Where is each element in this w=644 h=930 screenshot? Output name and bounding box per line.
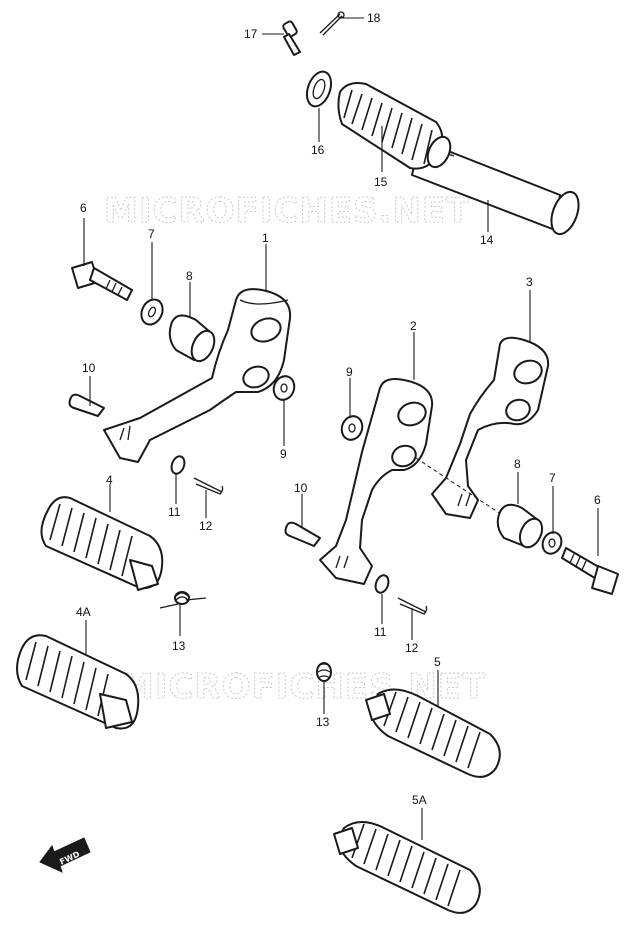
part-10-pin-right [284,521,321,547]
part-10-pin-left [68,393,105,417]
part-1-bracket-left [103,288,292,463]
callout-11-right: 11 [374,625,387,639]
callout-5a: 5A [412,793,427,807]
part-16-washer [305,70,333,108]
callout-17: 17 [244,27,258,41]
callout-13-left: 13 [172,639,186,653]
callout-3: 3 [526,275,533,289]
part-12-cotter-pin-right [397,597,428,615]
callout-4: 4 [106,473,113,487]
callout-2: 2 [410,319,417,333]
part-13-spring-left [159,591,207,609]
part-9-washer-left [272,375,296,401]
part-6-bolt-left [71,261,133,301]
assembly-axis-right [415,457,511,521]
part-5-footpeg [365,688,501,778]
part-15-grip [337,82,452,170]
part-3-bracket-right-rear [431,336,550,519]
part-9-washer-right [340,415,364,441]
part-7-washer-right [541,531,563,555]
leader-lines [83,17,599,840]
callout-4a: 4A [76,605,91,619]
part-4a-footpeg [16,634,140,730]
watermark-top: MICROFICHES.NET [104,191,470,231]
callout-12-right: 12 [405,641,419,655]
part-12-cotter-pin-left [193,477,224,495]
part-13-spring-right [316,662,332,682]
part-11-washer-left [170,455,186,475]
callout-14: 14 [480,233,494,247]
callout-7-left: 7 [148,227,155,241]
callout-6-right: 6 [594,493,601,507]
callout-7-right: 7 [549,471,556,485]
part-18-pin [319,11,345,36]
callout-5: 5 [434,655,441,669]
part-2-bracket-right [319,378,434,585]
callout-11-left: 11 [168,505,181,519]
callout-9-right: 9 [346,365,353,379]
callout-12-left: 12 [199,519,213,533]
watermark-bottom: MICROFICHES.NET [120,667,486,707]
part-5a-footpeg [333,821,481,914]
callout-16: 16 [311,143,325,157]
part-8-collar-right [496,503,544,549]
callout-15: 15 [374,175,388,189]
callout-10-left: 10 [82,361,96,375]
fwd-direction-marker: FWD [39,837,91,873]
callout-labels: 17 18 16 15 14 6 7 1 8 10 9 11 12 3 2 9 … [76,11,601,807]
part-6-bolt-right [561,547,619,595]
callout-9-left: 9 [280,447,287,461]
callout-1: 1 [262,231,269,245]
callout-18: 18 [367,11,381,25]
callout-6-left: 6 [80,201,87,215]
part-11-washer-right [374,574,390,594]
part-7-washer-left [140,298,164,326]
callout-8-right: 8 [514,457,521,471]
part-17-bolt [282,20,301,56]
part-8-collar-left [168,314,216,363]
callout-10-right: 10 [294,481,308,495]
callout-8-left: 8 [186,269,193,283]
part-4-footpeg [40,496,164,591]
callout-13-right: 13 [316,715,330,729]
